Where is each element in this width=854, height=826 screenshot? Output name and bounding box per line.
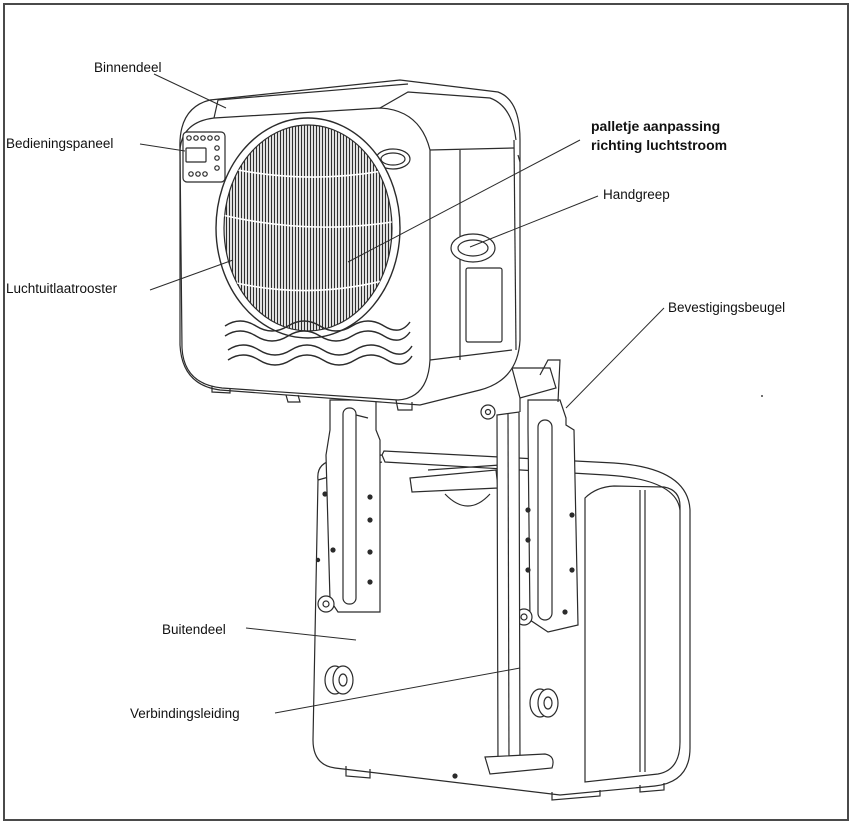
stray-dot (761, 395, 763, 397)
mounting-bracket-right (480, 359, 579, 775)
label-palletje-line2: richting luchtstroom (591, 137, 728, 153)
label-palletje-line1: palletje aanpassing (591, 118, 721, 134)
wave-decoration (224, 320, 413, 366)
mounting-bracket-left (317, 399, 381, 613)
label-verbindingsleiding: Verbindingsleiding (130, 706, 240, 721)
label-handgreep: Handgreep (603, 187, 670, 202)
label-bevestigingsbeugel: Bevestigingsbeugel (668, 300, 786, 315)
label-buitendeel: Buitendeel (162, 622, 226, 637)
label-binnendeel: Binnendeel (94, 60, 162, 75)
air-outlet-grille (215, 117, 401, 339)
leader-lines (139, 73, 665, 714)
label-luchtuitlaatrooster: Luchtuitlaatrooster (6, 281, 118, 296)
label-bedieningspaneel: Bedieningspaneel (6, 136, 114, 151)
